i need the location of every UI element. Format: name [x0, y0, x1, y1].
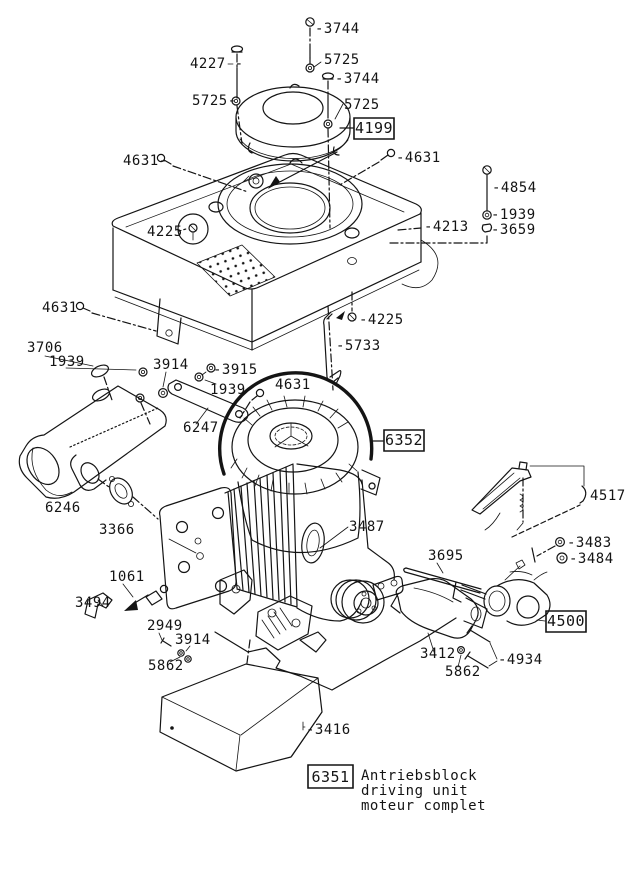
bracket-5733 — [324, 306, 341, 390]
washer-3914-mid-icon — [159, 389, 168, 398]
part-label-4631: 4631 — [42, 300, 78, 316]
governor-rod-3695 — [404, 563, 481, 593]
part-label-4631: 4631 — [275, 377, 311, 393]
caption-line-en: driving unit — [361, 783, 468, 799]
washer-3484-icon — [557, 553, 567, 563]
part-label-1939: 1939 — [210, 382, 246, 398]
nut-5725-left-icon — [232, 97, 242, 144]
part-label-3914: 3914 — [175, 632, 211, 648]
part-label-3914: 3914 — [153, 357, 189, 373]
plug-boot-3494 — [85, 593, 112, 618]
cylinder-head — [160, 488, 237, 609]
spark-plug-1061 — [123, 584, 168, 611]
svg-text:6351: 6351 — [311, 768, 349, 786]
crankshaft-pulley — [331, 580, 384, 623]
engine-mount-brackets — [220, 570, 403, 652]
part-label-3915: -3915 — [213, 362, 258, 378]
part-label-4631: -4631 — [396, 150, 441, 166]
part-label-5862: 5862 — [445, 664, 481, 680]
boxed-label-6351: 6351 — [308, 765, 353, 788]
washer-1939-mid-icon — [195, 373, 216, 384]
leader-3659 — [390, 236, 487, 243]
caption: Antriebsblock driving unit moteur comple… — [361, 768, 486, 814]
screw-4225-mid-icon — [336, 292, 356, 321]
engine-shroud — [112, 154, 438, 351]
caption-line-fr: moteur complet — [361, 798, 486, 814]
air-cleaner-cover — [236, 84, 350, 161]
baffle-3416 — [160, 640, 322, 771]
nut-5725-top-icon — [306, 62, 321, 72]
part-label-4934: -4934 — [498, 652, 543, 668]
part-label-3744: -3744 — [335, 71, 380, 87]
part-label-6246: 6246 — [45, 500, 81, 516]
cap-3744-right-icon — [323, 73, 334, 118]
part-label-4517: 4517 — [590, 488, 626, 504]
washers-3914-5862-icons — [170, 646, 191, 662]
grille-vents — [197, 245, 275, 296]
bolt-4227-icon — [228, 46, 243, 98]
carburetor-4500 — [453, 560, 550, 625]
svg-text:4199: 4199 — [355, 119, 393, 137]
svg-text:4500: 4500 — [547, 612, 585, 630]
part-label-3366: 3366 — [99, 522, 135, 538]
part-label-3483: -3483 — [567, 535, 612, 551]
screw-2949-icon — [159, 633, 171, 646]
governor-vane-4517 — [472, 462, 586, 537]
nut-1939-right-icon — [483, 211, 491, 219]
part-label-1939: 1939 — [49, 354, 85, 370]
part-label-5725: 5725 — [324, 52, 360, 68]
svg-text:6352: 6352 — [385, 431, 423, 449]
screw-4631-lower-left-icon — [76, 302, 156, 331]
lower-shield-edge — [215, 618, 456, 690]
part-label-3412: 3412 — [420, 646, 456, 662]
part-label-1061: 1061 — [109, 569, 145, 585]
boxed-label-6352: 6352 — [384, 430, 424, 451]
boxed-label-4199: 4199 — [354, 118, 394, 139]
muffler-6246 — [19, 386, 166, 498]
part-label-3416: -3416 — [306, 722, 351, 738]
screw-3744-top-icon — [306, 18, 314, 64]
screws-4934-icons — [465, 626, 497, 668]
part-labels-layer: -3744 4227 - 5725 5725- -3744 5725 4631- -4631 -… — [27, 21, 626, 788]
part-label-4213: -4213 — [424, 219, 469, 235]
part-label-5725: 5725- — [192, 93, 237, 109]
part-label-4225: 4225 — [147, 224, 183, 240]
part-label-6247: 6247 — [183, 420, 219, 436]
part-label-2949: 2949 — [147, 618, 183, 634]
nut-3483-icon — [556, 538, 565, 547]
part-label-5725: 5725 — [344, 97, 380, 113]
part-label-3487: 3487 — [349, 519, 385, 535]
part-label-4227: 4227 - — [190, 56, 244, 72]
leader-4213 — [398, 228, 421, 230]
screw-4631-mid-icon — [240, 389, 264, 418]
part-label-3695: 3695 — [428, 548, 464, 564]
spacers-3706 — [45, 356, 112, 403]
washer-5862-right-icon — [458, 647, 465, 667]
cooling-fins — [225, 464, 297, 607]
part-label-4631: 4631- — [123, 153, 168, 169]
boxed-label-4500: 4500 — [546, 611, 586, 632]
part-label-3494: 3494 — [75, 595, 111, 611]
carb-stud-bolt — [532, 546, 555, 562]
bolt-4854-icon — [483, 166, 491, 211]
brace-6247 — [163, 372, 248, 424]
part-label-4854: -4854 — [492, 180, 537, 196]
part-label-5733: -5733 — [336, 338, 381, 354]
caption-line-de: Antriebsblock — [361, 768, 477, 784]
grommet-3659-icon — [482, 224, 491, 232]
part-label-1939: -1939 — [491, 207, 536, 223]
part-label-3659: -3659 — [491, 222, 536, 238]
part-label-4225: -4225 — [359, 312, 404, 328]
screw-4631-top-right-icon — [338, 149, 395, 186]
part-label-5862: 5862 — [148, 658, 184, 674]
screw-4631-top-left-icon — [157, 154, 248, 192]
crankcase — [297, 464, 394, 621]
exhaust-gasket-3366 — [98, 474, 158, 519]
part-label-3706: 3706 — [27, 340, 63, 356]
part-label-3744: -3744 — [315, 21, 360, 37]
intake-elbow-3412 — [391, 579, 487, 652]
part-label-3484: -3484 — [569, 551, 614, 567]
washers-1939-left — [66, 368, 150, 424]
